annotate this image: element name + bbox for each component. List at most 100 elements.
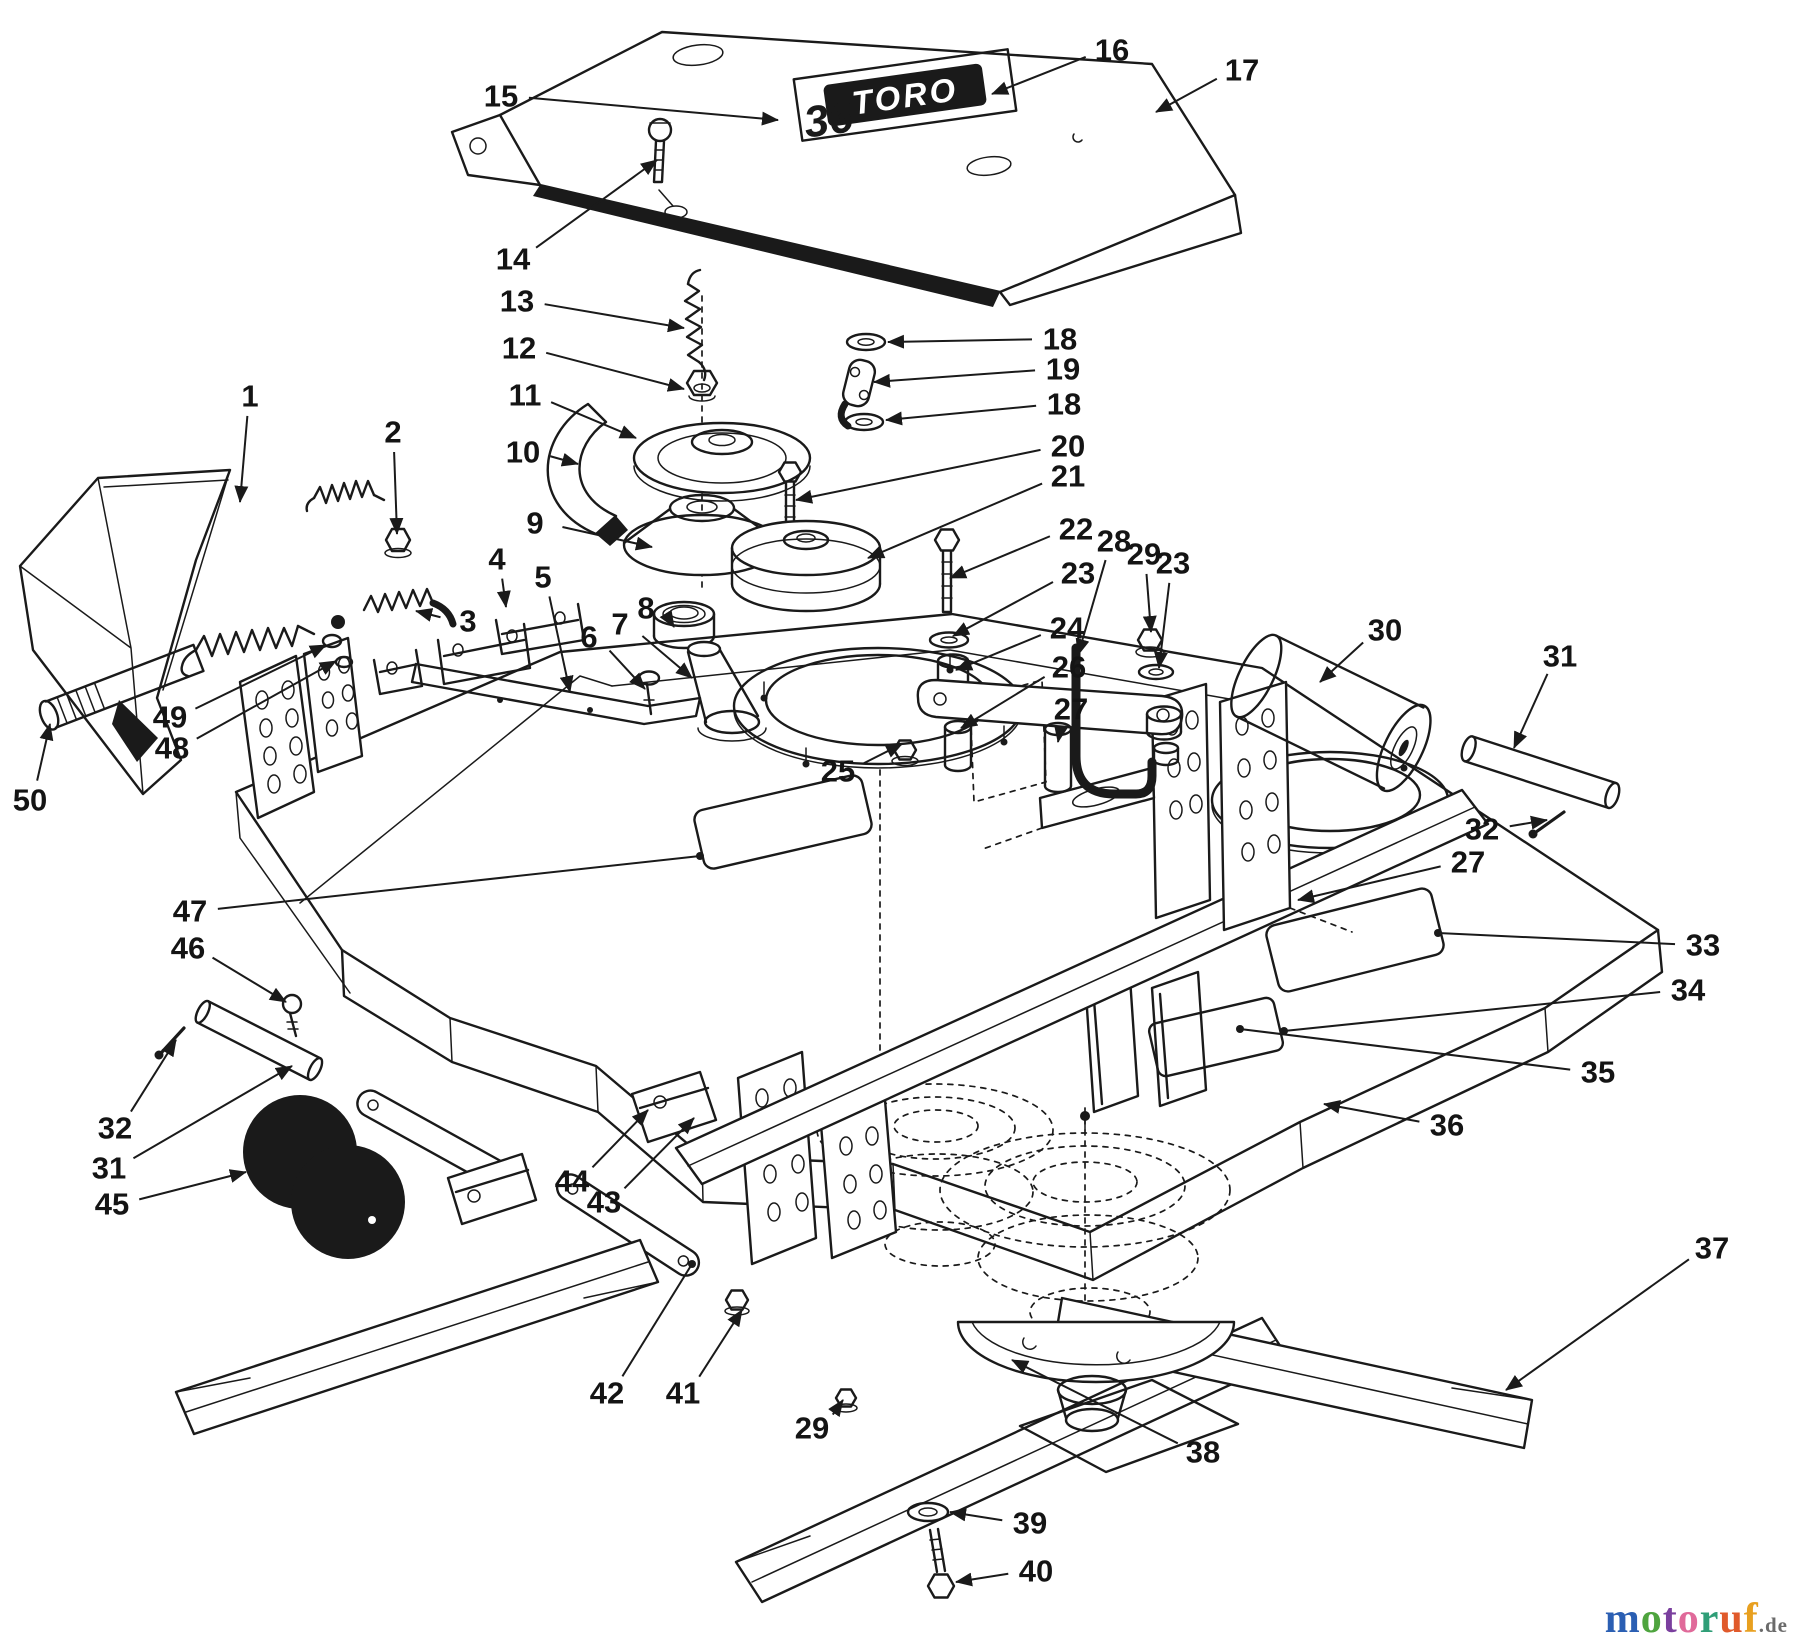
callout-label-17-16: 17 (1225, 53, 1259, 88)
callout-leader-14-13 (535, 159, 658, 249)
callout-label-15-14: 15 (484, 79, 518, 114)
callout-label-33-35: 33 (1686, 928, 1720, 963)
callout-leader-26-25 (960, 675, 1046, 729)
callout-label-29-44: 29 (795, 1411, 829, 1446)
callout-label-3-2: 3 (459, 604, 476, 639)
roller (1230, 633, 1432, 793)
callout-label-2-1: 2 (384, 415, 401, 450)
callout-label-35-37: 35 (1581, 1055, 1615, 1090)
callout-label-27-26: 27 (1054, 692, 1088, 727)
callout-leader-6-5 (608, 649, 646, 690)
callout-leader-23-30 (1153, 582, 1171, 669)
callout-label-23-30: 23 (1156, 546, 1190, 581)
callout-leader-22-22 (949, 535, 1051, 579)
callout-leader-27-34 (1297, 865, 1441, 904)
watermark-letter: m (1604, 1596, 1641, 1642)
belt-guide (546, 402, 628, 546)
callout-leader-40-42 (955, 1572, 1009, 1587)
callout-label-25-27: 25 (821, 754, 855, 789)
callout-label-39-41: 39 (1013, 1506, 1047, 1541)
callout-dot-34-36 (1280, 1027, 1288, 1035)
callout-leader-44-47 (591, 1109, 649, 1169)
watermark-suffix: .de (1758, 1613, 1788, 1637)
callout-leader-39-41 (949, 1507, 1003, 1522)
callout-label-49-52: 49 (153, 700, 187, 735)
cotter-pin-right (1528, 810, 1566, 839)
callout-label-43-46: 43 (587, 1185, 621, 1220)
watermark-letter: f (1743, 1596, 1759, 1642)
callout-leader-49-52 (194, 644, 327, 710)
callout-label-31-32: 31 (1543, 639, 1577, 674)
cotter-pin-left (154, 1026, 186, 1060)
deck-decals (693, 774, 1445, 1078)
callout-dot-42-45 (688, 1260, 696, 1268)
front-rail (410, 662, 702, 726)
callout-label-31-54: 31 (92, 1151, 126, 1186)
spring-washers-and-anchor (837, 332, 887, 432)
watermark-letter: u (1719, 1596, 1744, 1642)
callout-leader-25-27 (863, 743, 903, 765)
callout-leader-1-0 (234, 415, 249, 503)
callout-leader-48-51 (196, 660, 337, 740)
belt-cover: TORO 36 (450, 30, 1243, 307)
deck-screw (281, 993, 303, 1038)
callout-leader-35-37 (1239, 1028, 1571, 1071)
callout-leader-33-35 (1437, 932, 1676, 946)
cover-flange-nut (834, 1388, 858, 1413)
callout-leader-15-14 (528, 96, 779, 126)
callout-leader-18-17 (887, 334, 1033, 349)
callout-leader-31-32 (1513, 673, 1549, 749)
callout-label-28-28: 28 (1097, 524, 1131, 559)
callout-label-14-13: 14 (496, 242, 531, 277)
roller-rod-right (1460, 735, 1621, 810)
callout-label-40-42: 40 (1019, 1554, 1053, 1589)
callout-label-18-19: 18 (1047, 387, 1081, 422)
callout-label-23-23: 23 (1061, 556, 1095, 591)
idler-bolt-long (933, 528, 961, 614)
callout-leader-36-38 (1323, 1100, 1420, 1123)
deflector-locknut (384, 527, 412, 559)
callout-dot-35-37 (1236, 1025, 1244, 1033)
callout-label-7-6: 7 (611, 607, 628, 642)
callout-label-47-50: 47 (173, 894, 207, 929)
callout-label-19-18: 19 (1046, 352, 1080, 387)
clevis-bracket-a (446, 1152, 538, 1226)
callout-leader-9-8 (562, 526, 653, 551)
toro-badge (823, 63, 987, 127)
callout-leader-18-19 (885, 404, 1037, 426)
callout-leader-12-11 (545, 351, 685, 392)
callout-label-32-55: 32 (98, 1111, 132, 1146)
callout-label-30-31: 30 (1368, 613, 1402, 648)
callout-leader-32-33 (1509, 815, 1548, 830)
callout-label-34-36: 34 (1671, 973, 1706, 1008)
callout-label-42-45: 42 (590, 1376, 624, 1411)
deflector-spring (180, 615, 354, 678)
callout-leader-4-3 (496, 578, 511, 608)
callout-leader-46-49 (212, 956, 287, 1003)
callout-leader-19-18 (873, 369, 1036, 388)
skirt-flange-nut (724, 1289, 750, 1316)
watermark-letter: t (1662, 1596, 1678, 1642)
callout-label-18-17: 18 (1043, 322, 1077, 357)
callout-leader-38-40 (1011, 1359, 1179, 1445)
callout-label-26-25: 26 (1052, 650, 1086, 685)
callout-dot-47-50 (696, 852, 704, 860)
callout-label-38-40: 38 (1186, 1435, 1220, 1470)
callout-leader-45-48 (138, 1169, 247, 1201)
idler-spring (362, 587, 457, 628)
blade-left (174, 1238, 660, 1436)
callout-leader-24-24 (955, 634, 1042, 671)
callout-label-45-48: 45 (95, 1187, 129, 1222)
callout-leader-10-9 (550, 452, 579, 467)
callout-leader-20-20 (795, 448, 1041, 504)
callout-leader-34-36 (1283, 991, 1661, 1032)
callout-leader-17-16 (1155, 77, 1218, 113)
long-spacer (1043, 721, 1073, 794)
clevis-bracket-b (630, 1070, 718, 1144)
callout-label-41-43: 41 (666, 1376, 700, 1411)
callout-leader-42-45 (621, 1263, 693, 1377)
hidden-spindle-pulleys (816, 679, 1231, 1337)
callout-leader-47-50 (217, 855, 701, 910)
callout-label-24-24: 24 (1050, 611, 1085, 646)
